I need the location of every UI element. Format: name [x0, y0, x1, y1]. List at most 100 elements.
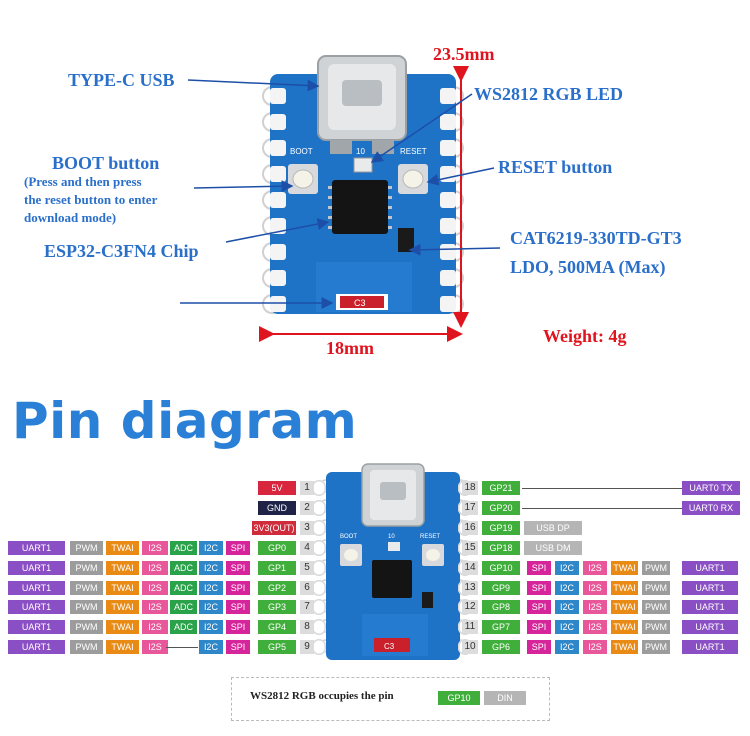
pin-func-right: PWM [642, 620, 670, 635]
pin-number-left: 8 [300, 620, 314, 635]
pin-func-left: I2C [199, 640, 223, 655]
pin-func-left: SPI [226, 620, 250, 635]
silk-boot-label: BOOT [290, 147, 313, 156]
pin-func-right: PWM [642, 640, 670, 655]
pin-func-left: PWM [70, 580, 103, 595]
pin-func-right: USB DP [524, 520, 582, 535]
pin-func-right: I2C [555, 620, 579, 635]
pin-func-right: I2S [583, 620, 607, 635]
connector-line [522, 507, 682, 509]
callout-arrows [180, 79, 501, 309]
pin-func-right: I2S [583, 600, 607, 615]
pin-func-left: TWAI [106, 580, 139, 595]
pin-label-left: GP3 [258, 600, 296, 615]
pin-hole-left [312, 539, 326, 556]
pin-func-left: UART1 [8, 540, 65, 555]
pin-func-left: I2S [142, 560, 168, 575]
ldo-label-line2: LDO, 500MA (Max) [510, 257, 666, 277]
pin-number-left: 3 [300, 520, 314, 535]
pin-func-left: ADC [170, 600, 197, 615]
pin-func-right: I2C [555, 640, 579, 655]
pin-func-left: I2C [199, 540, 223, 555]
pin-func-left: I2C [199, 600, 223, 615]
pin-func-right: UART1 [682, 580, 738, 595]
pin-hole-left [312, 599, 326, 616]
pin-func-right: UART1 [682, 560, 738, 575]
boot-button-label: BOOT button [52, 153, 160, 173]
pin-func-left: I2S [142, 580, 168, 595]
pin-label-right: GP9 [482, 580, 520, 595]
pin-hole-left [312, 480, 326, 496]
pin-uart0-right: UART0 TX [682, 481, 740, 495]
pin-func-left: UART1 [8, 620, 65, 635]
silk-pin10-label: 10 [356, 147, 365, 156]
pin-func-left: ADC [170, 560, 197, 575]
pin-number-right: 16 [462, 520, 478, 535]
pin-number-left: 6 [300, 580, 314, 595]
pin-func-left: PWM [70, 560, 103, 575]
pin-label-right: GP10 [482, 560, 520, 575]
pin-number-left: 4 [300, 540, 314, 555]
pin-hole-left [312, 639, 326, 656]
pin-silk-10: 10 [388, 534, 395, 540]
pin-hole-left [312, 559, 326, 576]
pin-label-right: GP6 [482, 640, 520, 655]
pin-label-left: GP0 [258, 540, 296, 555]
pin-label-right: GP7 [482, 620, 520, 635]
pin-func-left: PWM [70, 540, 103, 555]
pin-func-left: I2S [142, 620, 168, 635]
pin-label-left: 5V [258, 481, 296, 495]
pin-func-left: PWM [70, 600, 103, 615]
legend-box: WS2812 RGB occupies the pin GP10 DIN [231, 677, 550, 721]
pin-func-right: PWM [642, 580, 670, 595]
pin-label-right: GP8 [482, 600, 520, 615]
pin-number-left: 5 [300, 560, 314, 575]
pin-func-left: TWAI [106, 640, 139, 655]
pin-diagram-board: BOOT 10 RESET C3 [319, 463, 467, 660]
pin-func-left: TWAI [106, 540, 139, 555]
legend-text: WS2812 RGB occupies the pin [250, 690, 394, 702]
pin-func-left: TWAI [106, 620, 139, 635]
pin-number-right: 15 [462, 540, 478, 555]
pin-func-left: UART1 [8, 600, 65, 615]
pin-func-left: TWAI [106, 600, 139, 615]
pin-hole-left [312, 499, 326, 516]
pin-func-left: UART1 [8, 580, 65, 595]
pin-func-left: SPI [226, 560, 250, 575]
height-dimension-label: 23.5mm [433, 44, 495, 64]
silk-reset-label: RESET [400, 147, 427, 156]
pin-label-right: GP19 [482, 520, 520, 535]
dimension-lines [259, 66, 469, 342]
pin-label-left: 3V3(OUT) [252, 520, 296, 535]
pin-func-right: I2S [583, 640, 607, 655]
pin-number-left: 1 [300, 481, 314, 495]
pin-func-left: I2S [142, 640, 168, 655]
weight-label: Weight: 4g [543, 326, 627, 346]
pin-func-left: ADC [170, 540, 197, 555]
ldo-label-line1: CAT6219-330TD-GT3 [510, 228, 682, 248]
pin-func-right: I2C [555, 560, 579, 575]
pin-hole-left [312, 579, 326, 596]
pin-hole-left [312, 619, 326, 636]
connector-line [522, 488, 682, 489]
pin-silk-c3: C3 [384, 642, 395, 651]
pin-number-right: 11 [462, 620, 478, 635]
pin-func-left: PWM [70, 620, 103, 635]
pin-func-right: SPI [527, 600, 551, 615]
pin-label-right: GP21 [482, 481, 520, 495]
width-dimension-label: 18mm [326, 338, 374, 358]
pin-func-left: ADC [170, 620, 197, 635]
pin-func-right: SPI [527, 560, 551, 575]
pin-func-left: PWM [70, 640, 103, 655]
pin-func-right: USB DM [524, 540, 582, 555]
pin-func-left: ADC [170, 580, 197, 595]
pin-func-left: SPI [226, 600, 250, 615]
pin-number-left: 9 [300, 640, 314, 655]
pin-func-right: SPI [527, 620, 551, 635]
pin-number-right: 18 [462, 481, 478, 495]
pin-number-left: 2 [300, 500, 314, 515]
pin-label-left: GP1 [258, 560, 296, 575]
pin-func-right: TWAI [611, 640, 638, 655]
legend-din-chip: DIN [484, 691, 526, 705]
ws2812-led-label: WS2812 RGB LED [474, 84, 624, 104]
